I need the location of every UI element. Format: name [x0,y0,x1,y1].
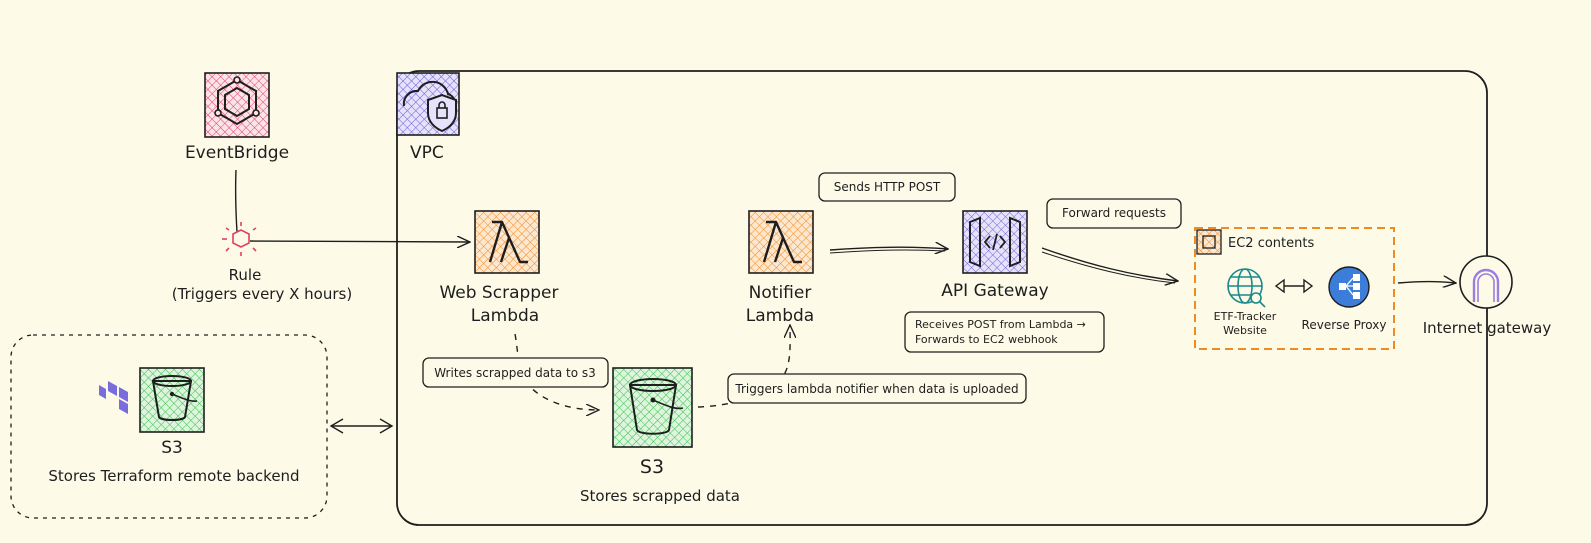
s3-data-bucket-icon [612,367,693,448]
s3-backend-bucket-icon [139,367,205,433]
api-gateway-label: API Gateway [941,281,1048,301]
eventbridge-rule-connector [234,169,238,233]
rule-sublabel: (Triggers every X hours) [172,285,352,303]
notifier-label-line2: Lambda [746,306,814,326]
note-receives-box [904,311,1105,353]
ec2-boundary [1194,227,1395,350]
note-forward-box [1046,198,1182,229]
s3-data-label: S3 [640,456,664,478]
vpc-shield-icon [396,72,460,136]
web-scraper-label-line1: Web Scrapper [439,283,558,303]
s3-backend-label: S3 [161,438,183,458]
note-sends: Sends HTTP POST [834,180,941,194]
reverse-proxy-label: Reverse Proxy [1302,318,1387,332]
s3-data-caption: Stores scrapped data [580,487,740,505]
eventbridge-icon [204,72,270,138]
terraform-backend-boundary [10,334,328,519]
note-triggers: Triggers lambda notifier when data is up… [734,382,1018,396]
internet-gateway-label: Internet gateway [1423,319,1552,337]
notifier-label-line1: Notifier [749,283,812,303]
website-proxy-bidirectional-arrow [1274,278,1314,294]
terraform-icon [99,381,128,414]
notifier-to-api-arrow-sketch [829,249,946,254]
web-scraper-lambda-icon [474,210,540,274]
rule-to-scraper-arrow [249,241,470,242]
website-globe-icon [1227,268,1266,308]
backend-vpc-bidirectional-arrow [329,418,394,434]
eventbridge-label: EventBridge [185,143,289,163]
note-forward: Forward requests [1062,206,1166,220]
api-gateway-icon [962,210,1028,274]
rule-label: Rule [229,266,262,284]
api-to-ec2-arrow-sketch [1041,251,1176,284]
notifier-to-api-arrow [829,247,948,250]
ec2-to-igw-arrow [1397,282,1456,284]
note-writes-box [422,357,609,388]
note-sends-box [818,172,956,202]
note-receives-line1: Receives POST from Lambda → [915,318,1086,331]
website-label-line1: ETF-Tracker [1214,310,1277,323]
rule-icon [222,222,257,256]
note-receives-line2: Forwards to EC2 webhook [915,333,1058,346]
internet-gateway-icon [1459,255,1513,309]
reverse-proxy-icon [1328,266,1370,308]
ec2-label: EC2 contents [1228,236,1314,251]
chip-icon [1196,229,1222,255]
website-label-line2: Website [1223,324,1267,337]
web-scraper-label-line2: Lambda [471,306,539,326]
vpc-label: VPC [410,143,444,163]
s3-backend-caption: Stores Terraform remote backend [48,467,299,485]
note-writes: Writes scrapped data to s3 [434,366,596,380]
note-triggers-box [727,373,1027,404]
api-to-ec2-arrow [1041,247,1178,281]
notifier-lambda-icon [748,210,814,274]
